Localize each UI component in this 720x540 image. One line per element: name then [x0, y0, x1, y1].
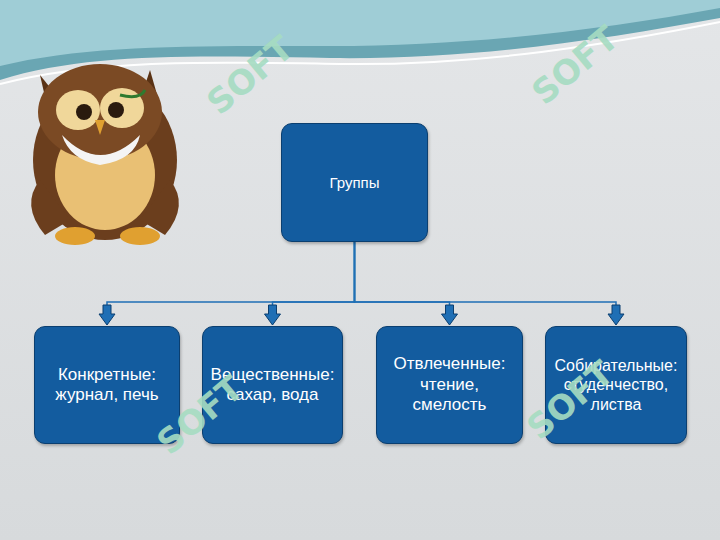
arrowhead: [265, 305, 281, 325]
arrowhead: [608, 305, 624, 325]
tree-connector: [355, 242, 450, 324]
tree-connector: [355, 242, 617, 324]
owl-illustration: [31, 64, 179, 245]
box-label: Группы: [330, 174, 380, 192]
arrowhead: [442, 305, 458, 325]
category-box: Отвлеченные: чтение, смелость: [376, 326, 523, 444]
tree-connector: [273, 242, 355, 324]
arrowhead: [99, 305, 115, 325]
tree-connector: [107, 242, 355, 324]
box-label: Отвлеченные: чтение, смелость: [383, 354, 516, 415]
root-box: Группы: [281, 123, 428, 242]
box-label: Конкретные: журнал, печь: [41, 365, 173, 406]
